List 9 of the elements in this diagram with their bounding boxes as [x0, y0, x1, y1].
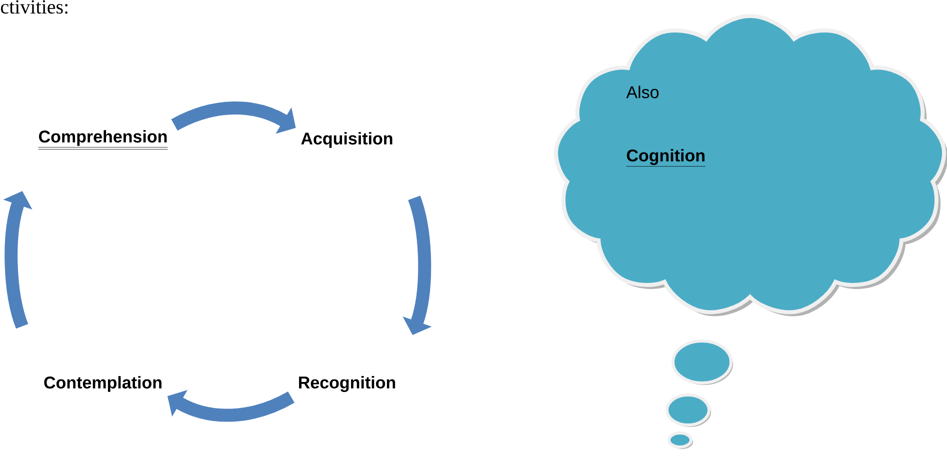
stage-label: Recognition — [299, 376, 396, 392]
thought-bubble — [668, 432, 693, 449]
stage-label: Comprehension — [38, 130, 168, 150]
thought-cloud: Also Cognition — [554, 14, 947, 316]
thought-bubble — [672, 340, 733, 385]
stage-label: Acquisition — [301, 132, 392, 148]
thought-bubble — [666, 394, 711, 427]
stage-label: Contemplation — [44, 376, 162, 392]
text-fragment: ctivities: — [0, 0, 68, 14]
